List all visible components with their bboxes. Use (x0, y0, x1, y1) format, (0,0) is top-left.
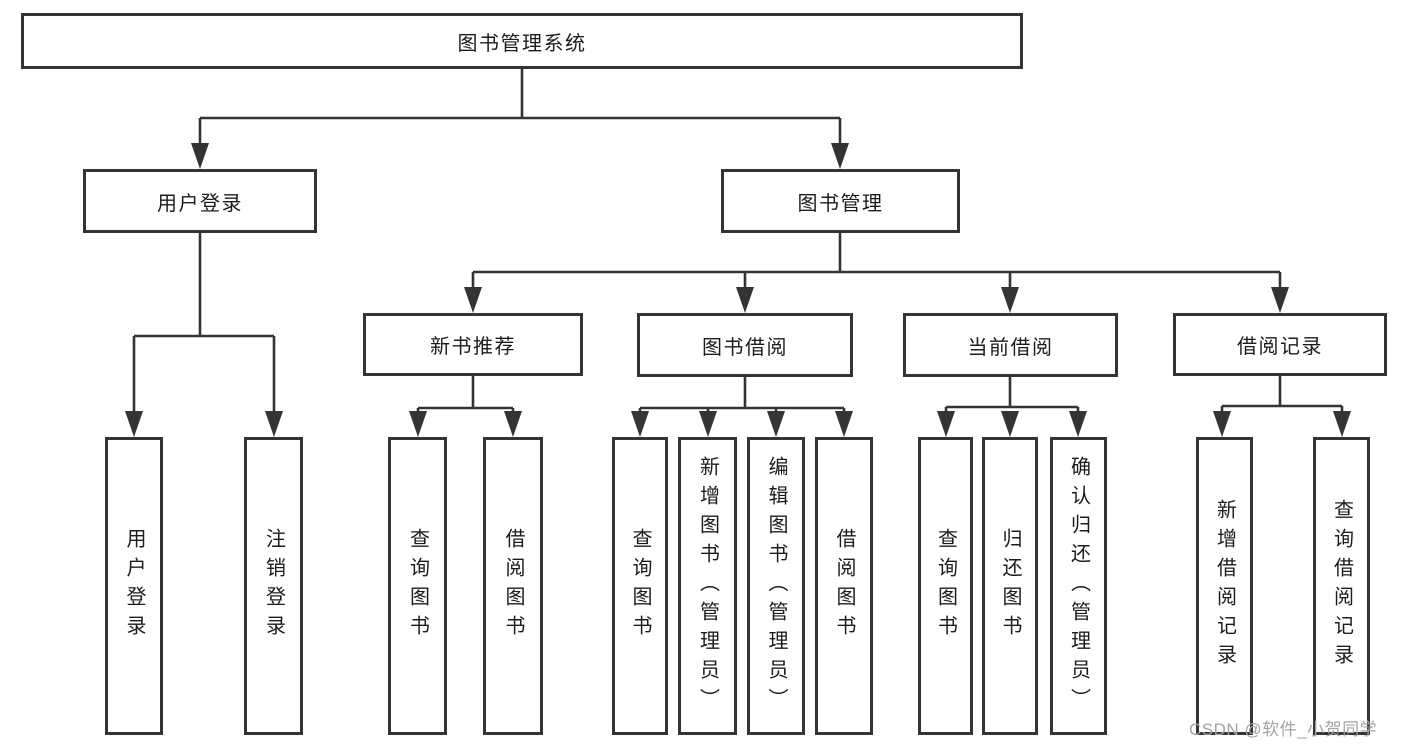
node-label: 当前借阅 (967, 336, 1054, 359)
node-leaf-query-books-3: 查询图书 (918, 437, 973, 735)
node-borrow-record: 借阅记录 (1173, 313, 1387, 376)
csdn-watermark: CSDN @软件_小贺同学 (1189, 720, 1378, 739)
node-leaf-borrow-books-1: 借阅图书 (483, 437, 543, 735)
node-label: 注销登录 (262, 528, 285, 644)
node-book-borrow: 图书借阅 (637, 313, 853, 377)
node-leaf-query-books-2: 查询图书 (612, 437, 668, 735)
node-current-borrow: 当前借阅 (903, 313, 1118, 377)
node-label: 图书管理系统 (457, 32, 587, 55)
node-leaf-add-borrow-record: 新增借阅记录 (1196, 437, 1253, 735)
connector-book-mgmt-children (464, 233, 1289, 313)
node-leaf-return-books: 归还图书 (982, 437, 1038, 735)
node-label: 借阅图书 (502, 528, 524, 644)
node-new-book-recommend: 新书推荐 (363, 313, 583, 376)
node-label: 图书管理 (797, 192, 884, 215)
node-leaf-query-books-1: 查询图书 (388, 437, 447, 735)
node-label: 用户登录 (157, 192, 243, 215)
node-label: 查询图书 (934, 528, 957, 644)
node-leaf-add-books-admin: 新增图书（管理员） (678, 437, 737, 735)
node-label: 新增借阅记录 (1213, 499, 1236, 673)
node-label: 借阅记录 (1237, 336, 1323, 358)
node-label: 借阅图书 (833, 528, 855, 644)
node-label: 新书推荐 (430, 336, 516, 358)
node-label: 查询图书 (629, 528, 651, 644)
node-label: 图书借阅 (702, 336, 788, 359)
connector-current-borrow-children (937, 377, 1087, 437)
node-leaf-edit-books-admin: 编辑图书（管理员） (747, 437, 805, 735)
node-book-management: 图书管理 (721, 169, 960, 233)
node-leaf-user-login: 用户登录 (105, 437, 163, 735)
node-library-system: 图书管理系统 (21, 13, 1023, 69)
node-label: 查询图书 (406, 528, 429, 644)
node-user-login: 用户登录 (83, 169, 317, 233)
node-label: 新增图书（管理员） (696, 455, 719, 717)
node-leaf-borrow-books-2: 借阅图书 (815, 437, 873, 735)
node-leaf-confirm-return-admin: 确认归还（管理员） (1050, 437, 1107, 735)
node-label: 编辑图书（管理员） (765, 455, 787, 717)
connector-borrow-record-children (1213, 376, 1351, 437)
connector-book-borrow-children (631, 376, 853, 437)
node-leaf-query-borrow-record: 查询借阅记录 (1313, 437, 1370, 735)
node-label: 查询借阅记录 (1330, 499, 1353, 673)
node-label: 确认归还（管理员） (1067, 455, 1090, 717)
connector-user-login-children (125, 233, 283, 437)
connector-new-book-rec-children (409, 376, 522, 437)
connector-root-to-level2 (191, 69, 849, 169)
node-leaf-logout: 注销登录 (244, 437, 303, 735)
node-label: 归还图书 (999, 528, 1021, 644)
node-label: 用户登录 (123, 528, 145, 644)
